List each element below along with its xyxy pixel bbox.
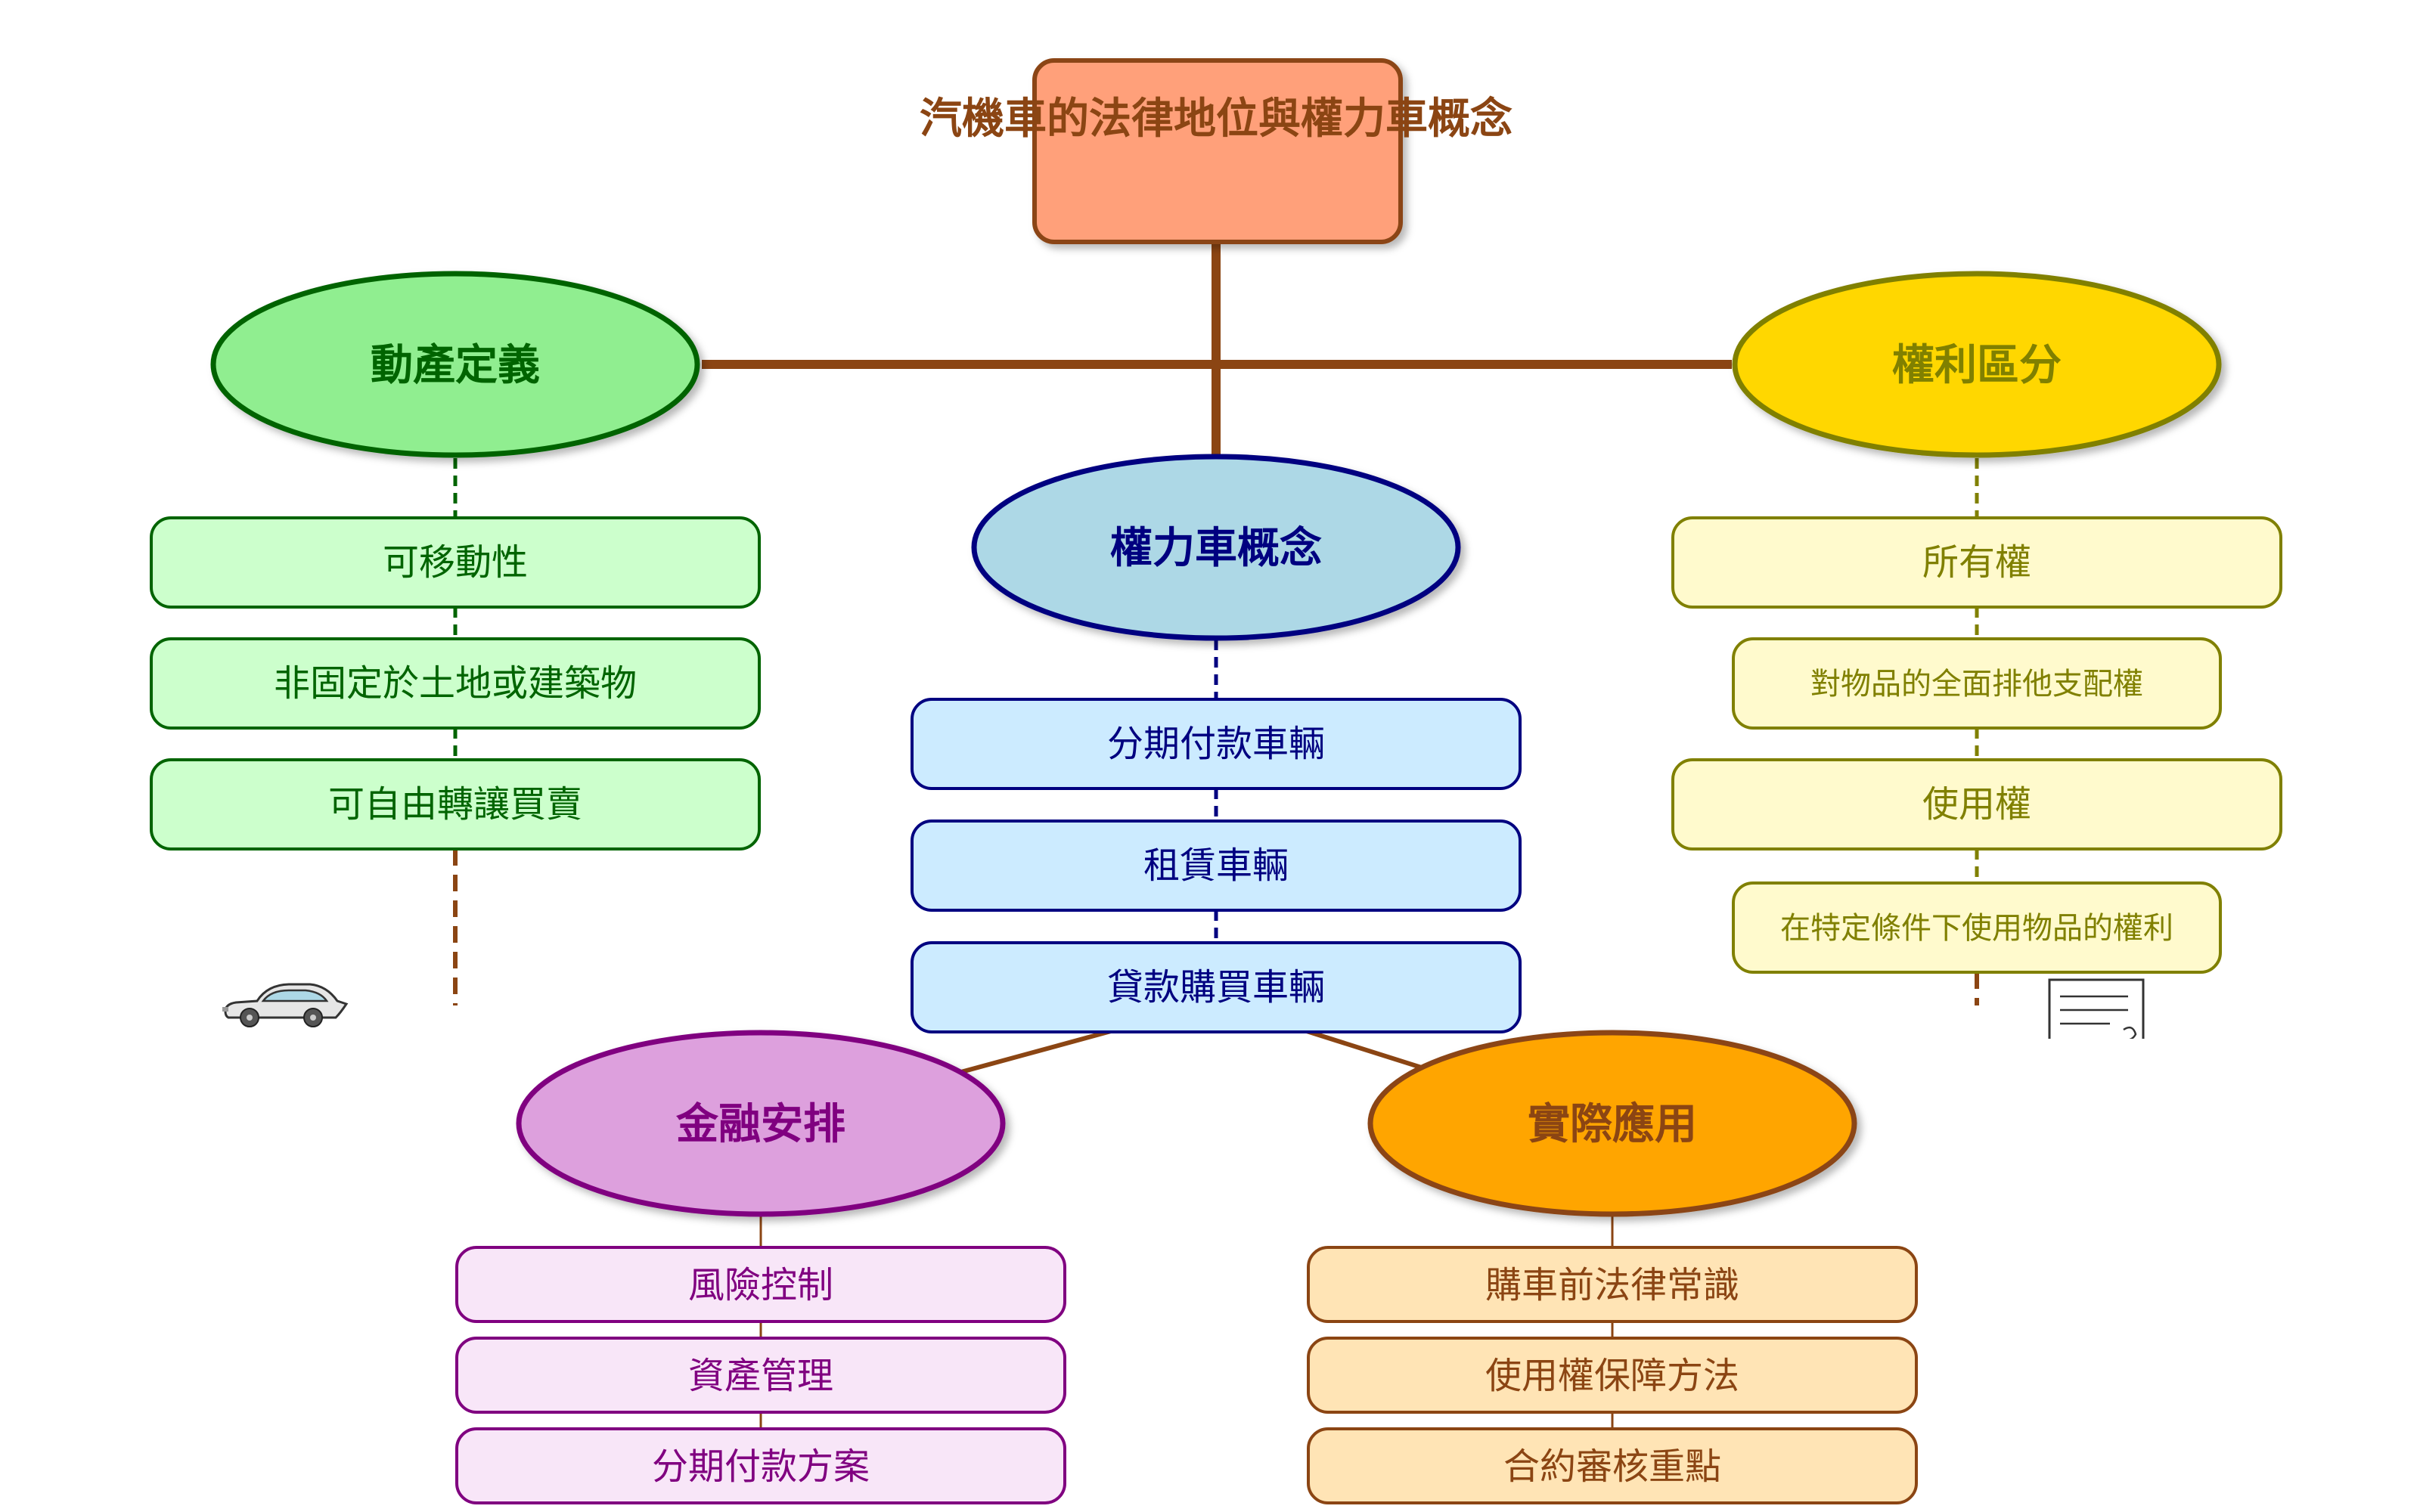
concept-label: 權力車概念 xyxy=(1110,524,1322,573)
practice-item-box xyxy=(1307,1246,1918,1323)
rights-item-text: 使用權 xyxy=(1922,783,2031,826)
finance-ellipse xyxy=(516,1030,1006,1217)
branch-practice: 實際應用 xyxy=(1367,1030,1857,1217)
branch-concept: 權力車概念 xyxy=(971,454,1461,641)
finance-item-box xyxy=(455,1246,1066,1323)
branch-movable: 動產定義 xyxy=(210,271,700,458)
finance-items: 風險控制 資產管理 分期付款方案 xyxy=(455,1246,1066,1504)
rights-item-box xyxy=(1671,758,2282,850)
rights-item-text: 所有權 xyxy=(1922,541,2031,584)
branch-finance: 金融安排 xyxy=(516,1030,1006,1217)
practice-item-text: 使用權保障方法 xyxy=(1485,1355,1739,1397)
movable-items: 可移動性 非固定於土地或建築物 可自由轉讓買賣 xyxy=(150,516,761,850)
movable-item-text: 非固定於土地或建築物 xyxy=(274,662,637,705)
concept-item-box xyxy=(911,820,1522,912)
practice-item-text: 購車前法律常識 xyxy=(1485,1264,1739,1306)
rights-subitem-text: 對物品的全面排他支配權 xyxy=(1810,667,2143,702)
practice-item-box xyxy=(1307,1337,1918,1414)
movable-item-text: 可移動性 xyxy=(383,541,528,584)
practice-items: 購車前法律常識 使用權保障方法 合約審核重點 xyxy=(1307,1246,1918,1504)
practice-item-box xyxy=(1307,1427,1918,1504)
concept-item-text: 租賃車輛 xyxy=(1143,844,1289,887)
concept-ellipse xyxy=(971,454,1461,641)
practice-label: 實際應用 xyxy=(1528,1100,1697,1149)
movable-item-box xyxy=(150,758,761,850)
rights-subitem-text: 在特定條件下使用物品的權利 xyxy=(1780,911,2173,946)
rights-ellipse xyxy=(1732,271,2222,458)
title-node: 汽機車的法律地位與權力車概念 xyxy=(920,58,1512,244)
movable-ellipse xyxy=(210,271,700,458)
rights-label: 權利區分 xyxy=(1892,341,2062,390)
finance-item-box xyxy=(455,1337,1066,1414)
concept-items: 分期付款車輛 租賃車輛 貸款購買車輛 xyxy=(911,698,1522,1033)
rights-item-box xyxy=(1671,516,2282,609)
document-icon xyxy=(2045,978,2151,1061)
practice-ellipse xyxy=(1367,1030,1857,1217)
rights-subitem-box xyxy=(1732,637,2222,730)
movable-item-box xyxy=(150,516,761,609)
rights-subitem-box xyxy=(1732,881,2222,974)
movable-item-box xyxy=(150,637,761,730)
concept-item-text: 分期付款車輛 xyxy=(1107,723,1325,765)
movable-label: 動產定義 xyxy=(371,341,540,390)
finance-item-text: 風險控制 xyxy=(688,1264,833,1306)
car-icon xyxy=(222,983,349,1027)
title-text: 汽機車的法律地位與權力車概念 xyxy=(920,94,1512,144)
concept-item-box xyxy=(911,698,1522,790)
finance-label: 金融安排 xyxy=(675,1100,845,1149)
finance-item-box xyxy=(455,1427,1066,1504)
title-box xyxy=(1032,58,1403,244)
finance-item-text: 資產管理 xyxy=(688,1355,833,1397)
movable-item-text: 可自由轉讓買賣 xyxy=(328,783,582,826)
practice-item-text: 合約審核重點 xyxy=(1503,1445,1721,1488)
branch-rights: 權利區分 xyxy=(1732,271,2222,458)
concept-item-text: 貸款購買車輛 xyxy=(1107,966,1325,1009)
finance-item-text: 分期付款方案 xyxy=(652,1445,870,1488)
concept-item-box xyxy=(911,941,1522,1033)
rights-items: 所有權 對物品的全面排他支配權 使用權 在特定條件下使用物品的權利 xyxy=(1671,516,2282,974)
